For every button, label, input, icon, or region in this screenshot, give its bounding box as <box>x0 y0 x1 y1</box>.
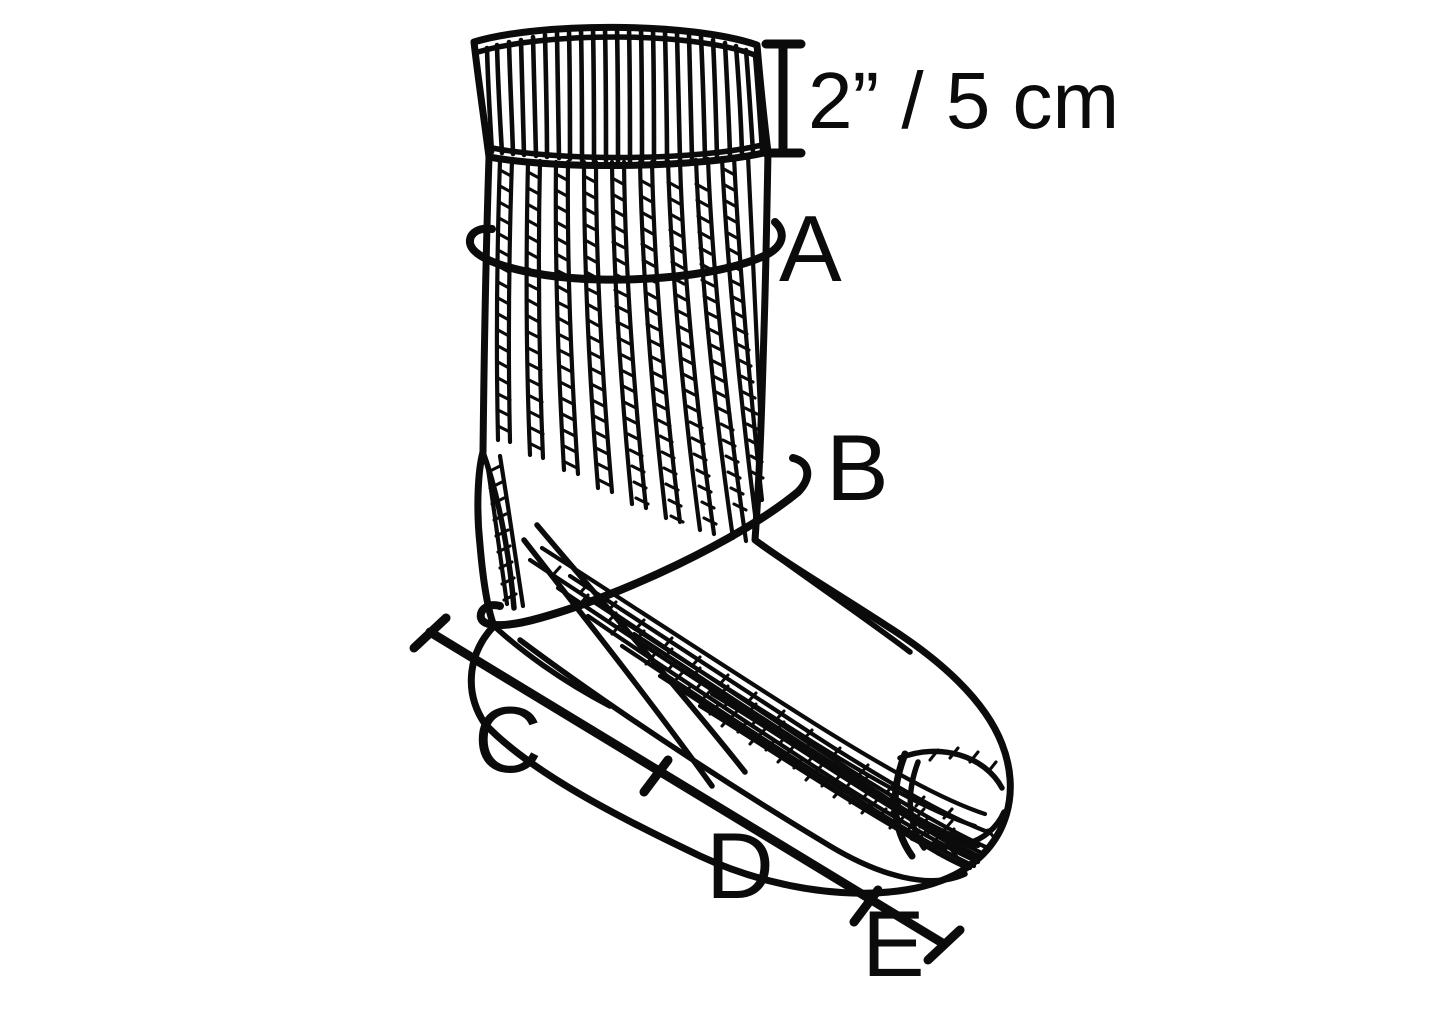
heel-hatch-marks <box>486 464 518 602</box>
measure-label-d: D <box>706 813 774 918</box>
foot-length-line <box>425 627 949 949</box>
cuff-rib-lines <box>484 25 765 165</box>
measure-line-c-to-e <box>409 613 965 965</box>
foot-length-cap-start <box>409 613 451 653</box>
foot-length-tick-e <box>849 885 883 927</box>
dimension-label: 2” / 5 cm <box>808 56 1119 145</box>
measure-line-b <box>476 454 812 630</box>
instep-edge <box>752 537 913 655</box>
toe-seam-arc <box>891 750 916 860</box>
toe-hatch-marks <box>928 746 998 860</box>
leg-rib-columns <box>494 153 765 544</box>
measure-label-c: C <box>474 687 542 792</box>
measure-label-b: B <box>826 415 889 520</box>
foot-rib-arcs <box>527 545 991 871</box>
foot-length-cap-end <box>923 925 965 965</box>
heel-rib-2 <box>497 453 526 609</box>
cuff-height-dimension-marker <box>761 39 806 158</box>
measure-loop-a-path <box>465 218 786 284</box>
toe-cap-line-upper <box>897 748 1005 791</box>
sole-edge <box>517 637 968 884</box>
heel-bottom-seam <box>491 623 613 709</box>
cuff-bottom-edge <box>484 141 769 161</box>
toe-seam <box>891 746 1007 860</box>
measure-label-a: A <box>779 196 842 301</box>
foot-length-tick-d <box>639 755 673 797</box>
gusset-seam <box>534 522 748 775</box>
toe-cap-line-lower <box>909 809 1007 849</box>
measure-line-a <box>465 218 786 284</box>
measure-loop-b-path <box>476 454 812 630</box>
sock-cuff <box>470 23 772 169</box>
heel-panel <box>484 453 526 609</box>
measure-label-e: E <box>862 891 925 996</box>
